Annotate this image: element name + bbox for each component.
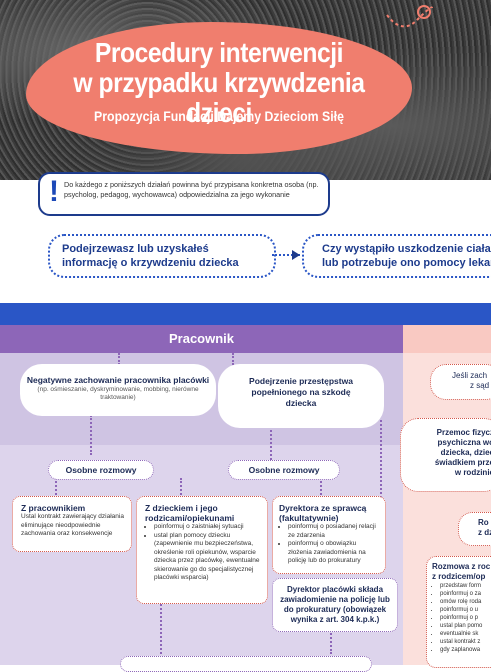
connector xyxy=(160,600,162,654)
list-item: poinformuj o za xyxy=(440,590,491,598)
child-talk-title: Z dzieckiem i jego rodzicami/opiekunami xyxy=(145,503,235,523)
title-blob xyxy=(26,22,412,154)
separate-talks-pill-1 xyxy=(48,460,154,480)
negative-behaviour-cloud xyxy=(20,364,216,416)
negative-behaviour-detail: (np. ośmieszanie, dyskryminowanie, mobbi… xyxy=(37,386,199,401)
list-item: poinformuj o obowiązku złożenia zawiadom… xyxy=(288,540,381,566)
family-talk-line-2: z dz xyxy=(478,528,491,537)
child-talk-box: Z dzieckiem i jego rodzicami/opiekunami … xyxy=(136,496,268,604)
section-divider-band xyxy=(0,303,491,325)
list-item: poinformuj o p xyxy=(440,614,491,622)
parent-talk-content: Rozmowa z roc z rodzicem/op przedstaw fo… xyxy=(432,562,491,654)
notice-box xyxy=(38,172,330,216)
family-condition-text: Jeśli zach z sąd xyxy=(452,371,491,391)
parent-talk-title-1: Rozmowa z roc xyxy=(432,562,491,571)
family-violence-box xyxy=(400,418,491,492)
list-item: ustal plan pomocy dziecku (zapewnienie m… xyxy=(154,532,263,583)
crime-suspicion-cloud xyxy=(218,364,384,428)
crime-suspicion-text: Podejrzenie przestępstwa popełnionego na… xyxy=(249,376,353,408)
family-violence-line: dziecka, dziec xyxy=(440,448,491,457)
connector xyxy=(232,353,234,365)
director-talk-title: Dyrektora ze sprawcą (fakultatywnie) xyxy=(279,503,367,523)
family-violence-text: Przemoc fizycz psychiczna wo dziecka, dz… xyxy=(406,428,491,478)
family-violence-line: w rodzinie xyxy=(454,468,491,477)
list-item: omów rolę roda xyxy=(440,598,491,606)
family-talk-line-1: Ro xyxy=(478,518,489,527)
director-report-box: Dyrektor placówki składa zawiadomienie n… xyxy=(272,578,398,632)
family-condition-line-2: z sąd xyxy=(470,381,490,390)
decorative-swirl-icon xyxy=(386,5,433,28)
page-title: Procedury interwencji w przypadku krzywd… xyxy=(49,38,389,128)
connector xyxy=(55,478,57,498)
page-subtitle: Propozycja Fundacji Dajemy Dzieciom Siłę xyxy=(94,108,344,124)
question-box-injury xyxy=(302,234,491,278)
list-item: ustal plan pomo xyxy=(440,622,491,630)
arrow-connector xyxy=(272,254,300,256)
question-box-suspicion xyxy=(48,234,276,278)
staff-talk-title: Z pracownikiem xyxy=(21,503,86,513)
exclamation-icon: ! xyxy=(49,175,59,208)
list-item: ustal kontrakt z xyxy=(440,638,491,646)
list-item: eventualnie sk xyxy=(440,630,491,638)
connector xyxy=(270,430,272,460)
connector xyxy=(90,415,92,455)
staff-talk-box: Z pracownikiem Ustal kontrakt zawierając… xyxy=(12,496,132,552)
question-injury-line-2: lub potrzebuje ono pomocy lekarsk xyxy=(322,257,491,269)
family-talk-text: Ro z dz xyxy=(478,518,491,538)
director-talk-box: Dyrektora ze sprawcą (fakultatywnie) poi… xyxy=(272,496,386,574)
connector xyxy=(320,478,322,498)
family-condition-cloud xyxy=(430,364,491,400)
connector xyxy=(118,353,120,365)
title-line-1: Procedury interwencji xyxy=(94,37,344,68)
parent-talk-title-2: z rodzicem/op xyxy=(432,572,486,581)
family-violence-line: Przemoc fizycz xyxy=(436,428,491,437)
question-text-injury: Czy wystąpiło uszkodzenie ciała d lub po… xyxy=(322,242,491,270)
family-panel-header xyxy=(403,325,491,353)
family-condition-line-1: Jeśli zach xyxy=(452,371,488,380)
arrow-right-icon xyxy=(292,250,300,260)
negative-behaviour-title: Negatywne zachowanie pracownika placówki xyxy=(26,375,210,385)
connector xyxy=(330,630,332,654)
connector xyxy=(180,478,182,498)
pracownik-heading: Pracownik xyxy=(0,325,403,353)
question-text-suspicion: Podejrzewasz lub uzyskałeś informację o … xyxy=(62,243,239,269)
question-injury-line-1: Czy wystąpiło uszkodzenie ciała d xyxy=(322,243,491,255)
list-item: gdy zaplanowa xyxy=(440,646,491,654)
list-item: poinformuj o posiadanej relacji ze zdarz… xyxy=(288,523,381,540)
family-violence-line: świadkiem prze xyxy=(434,458,491,467)
connector xyxy=(380,420,382,570)
notice-text: Do każdego z poniższych działań powinna … xyxy=(64,180,319,199)
child-talk-list: poinformuj o zaistniałej sytuacji ustal … xyxy=(145,523,263,583)
list-item: poinformuj o u xyxy=(440,606,491,614)
list-item: przedstaw form xyxy=(440,582,491,590)
list-item: poinformuj o zaistniałej sytuacji xyxy=(154,523,263,532)
director-report-text: Dyrektor placówki składa zawiadomienie n… xyxy=(280,585,390,624)
director-talk-list: poinformuj o posiadanej relacji ze zdarz… xyxy=(279,523,381,566)
negative-behaviour-text: Negatywne zachowanie pracownika placówki… xyxy=(24,375,212,402)
title-line-2: w przypadku krzywdzenia dzieci xyxy=(73,67,365,128)
parent-talk-list: przedstaw form poinformuj o za omów rolę… xyxy=(432,582,491,654)
staff-talk-text: Ustal kontrakt zawierający działania eli… xyxy=(21,513,124,537)
separate-talks-label-1: Osobne rozmowy xyxy=(65,465,137,475)
separate-talks-pill-2 xyxy=(228,460,340,480)
family-talk-cloud xyxy=(458,512,491,546)
separate-talks-label-2: Osobne rozmowy xyxy=(248,465,320,475)
next-step-pill xyxy=(120,656,372,672)
family-violence-line: psychiczna wo xyxy=(437,438,491,447)
